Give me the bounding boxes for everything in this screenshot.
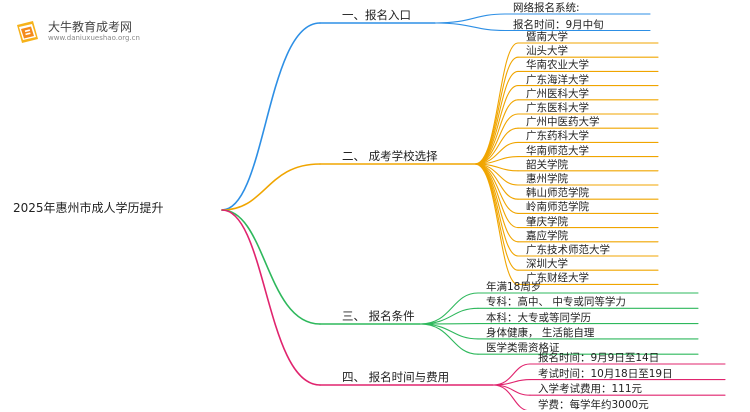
branch-label: 三、 报名条件 [342, 308, 415, 324]
branch-connector [222, 210, 320, 324]
leaf-label: 汕头大学 [526, 43, 568, 58]
site-logo: 大牛教育成考网 www.daniuxueshao.org.cn [14, 17, 134, 47]
leaf-label: 广东技术师范大学 [526, 242, 610, 257]
branch-label: 四、 报名时间与费用 [342, 369, 449, 385]
leaf-label: 广州医科大学 [526, 86, 589, 101]
leaf-connector [435, 23, 505, 31]
leaf-label: 网络报名系统: [513, 0, 580, 15]
leaf-connector [420, 324, 478, 354]
leaf-label: 广州中医药大学 [526, 114, 600, 129]
branch-label: 一、报名入口 [342, 7, 411, 23]
leaf-label: 广东药科大学 [526, 128, 589, 143]
leaf-label: 韩山师范学院 [526, 185, 589, 200]
leaf-label: 深圳大学 [526, 256, 568, 271]
leaf-connector [475, 164, 518, 213]
leaf-connector [435, 14, 505, 23]
leaf-label: 韶关学院 [526, 157, 568, 172]
logo-url: www.daniuxueshao.org.cn [48, 34, 140, 42]
leaf-label: 华南师范大学 [526, 143, 589, 158]
leaf-label: 年满18周岁 [486, 279, 541, 294]
leaf-label: 专科：高中、 中专或同等学力 [486, 294, 626, 309]
leaf-label: 广东海洋大学 [526, 72, 589, 87]
branch-label: 二、 成考学校选择 [342, 148, 438, 164]
leaf-label: 华南农业大学 [526, 57, 589, 72]
leaf-connector [493, 385, 530, 395]
logo-name: 大牛教育成考网 [48, 18, 132, 35]
leaf-label: 广东医科大学 [526, 100, 589, 115]
leaf-label: 惠州学院 [526, 171, 568, 186]
leaf-label: 暨南大学 [526, 29, 568, 44]
leaf-label: 入学考试费用：111元 [538, 381, 642, 396]
leaf-label: 身体健康， 生活能自理 [486, 325, 594, 340]
leaf-connector [475, 164, 518, 199]
leaf-label: 嘉应学院 [526, 228, 568, 243]
book-logo-icon [14, 19, 42, 45]
branch-connector [222, 210, 320, 385]
leaf-label: 岭南师范学院 [526, 199, 589, 214]
leaf-label: 考试时间：10月18日至19日 [538, 366, 673, 381]
branch-connector [222, 164, 320, 210]
branch-connector [222, 23, 320, 210]
leaf-connector [493, 364, 530, 385]
leaf-label: 报名时间：9月9日至14日 [538, 350, 659, 365]
leaf-connector [475, 128, 518, 164]
leaf-label: 肇庆学院 [526, 214, 568, 229]
leaf-label: 本科：大专或等同学历 [486, 310, 591, 325]
root-topic: 2025年惠州市成人学历提升 [13, 199, 164, 216]
